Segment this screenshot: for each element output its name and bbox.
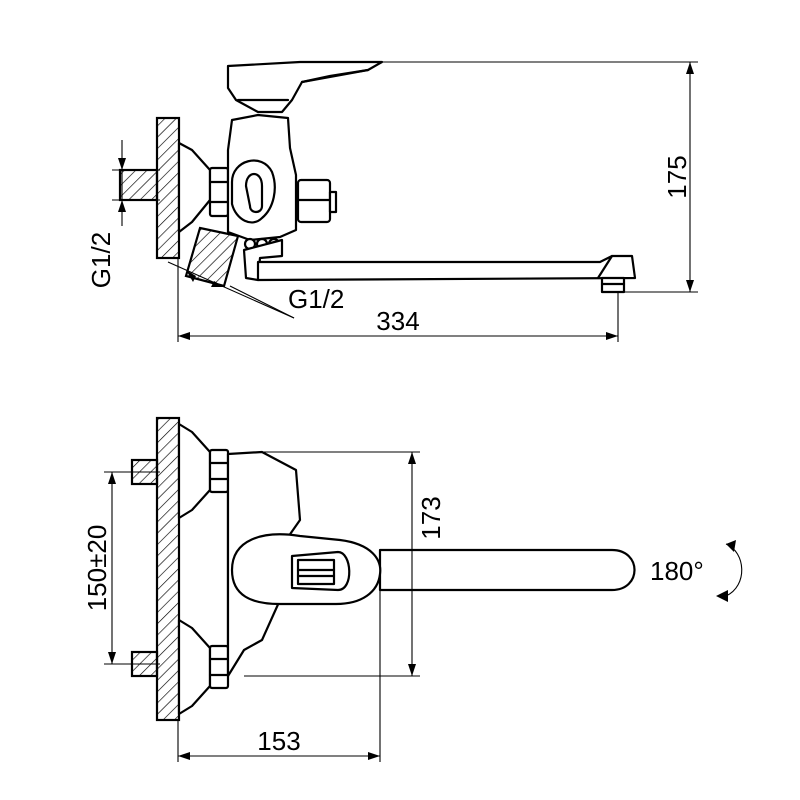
spout-side bbox=[256, 254, 637, 282]
dim-height-175: 175 bbox=[382, 61, 698, 293]
diverter-ring-side bbox=[230, 159, 276, 224]
dim-projection-153: 153 bbox=[177, 590, 381, 762]
rotation-indicator: 180° bbox=[650, 540, 743, 602]
hex-nut-upper bbox=[208, 448, 230, 494]
wall-plate-side bbox=[155, 116, 181, 260]
dim-thread-bottom: G1/2 bbox=[167, 261, 344, 319]
dim-label-180: 180° bbox=[650, 556, 704, 586]
front-view: 150±20 173 153 180° bbox=[82, 416, 743, 762]
dim-length-334: 334 bbox=[177, 258, 619, 342]
dim-label-153: 153 bbox=[257, 726, 300, 756]
escutcheon-side bbox=[177, 141, 212, 234]
inlet-pipe-side bbox=[118, 168, 159, 202]
escutcheon-upper bbox=[177, 422, 212, 520]
wall-plate-front bbox=[155, 416, 181, 722]
dim-label-150: 150±20 bbox=[82, 525, 112, 612]
dim-body-173: 173 bbox=[244, 451, 446, 677]
hex-nut-side bbox=[208, 166, 230, 218]
lever-handle-side bbox=[226, 60, 384, 114]
dim-label-g12-left: G1/2 bbox=[86, 232, 116, 288]
dim-label-173: 173 bbox=[416, 496, 446, 539]
dim-inlet-spacing: 150±20 bbox=[82, 471, 160, 665]
eccentric-pipe-side bbox=[184, 226, 240, 288]
dim-thread-left: G1/2 bbox=[86, 140, 160, 288]
dim-label-334: 334 bbox=[376, 306, 419, 336]
escutcheon-lower bbox=[177, 618, 212, 716]
dim-label-g12-bottom: G1/2 bbox=[288, 284, 344, 314]
spout-front bbox=[378, 548, 636, 592]
hex-nut-lower bbox=[208, 644, 230, 690]
side-view: 175 334 G1/2 G1/2 bbox=[86, 60, 698, 342]
dim-label-175: 175 bbox=[662, 155, 692, 198]
